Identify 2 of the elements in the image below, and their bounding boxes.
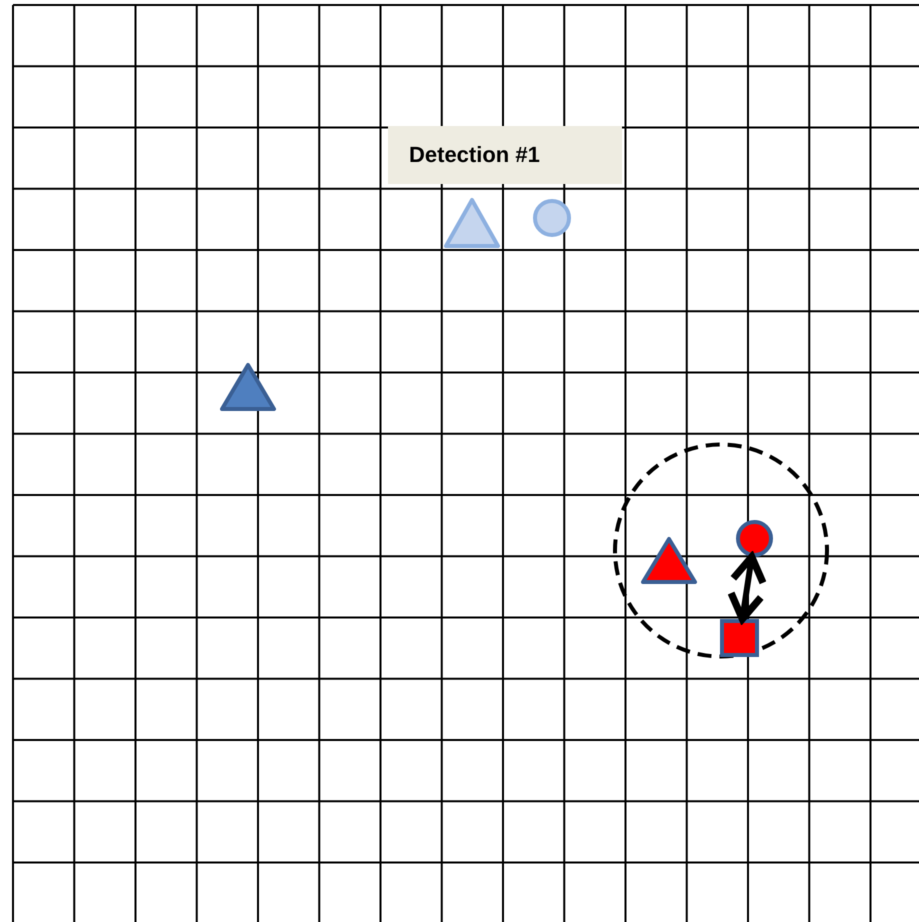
label-box: Detection #1 [388, 126, 622, 184]
double-arrow [728, 553, 767, 623]
